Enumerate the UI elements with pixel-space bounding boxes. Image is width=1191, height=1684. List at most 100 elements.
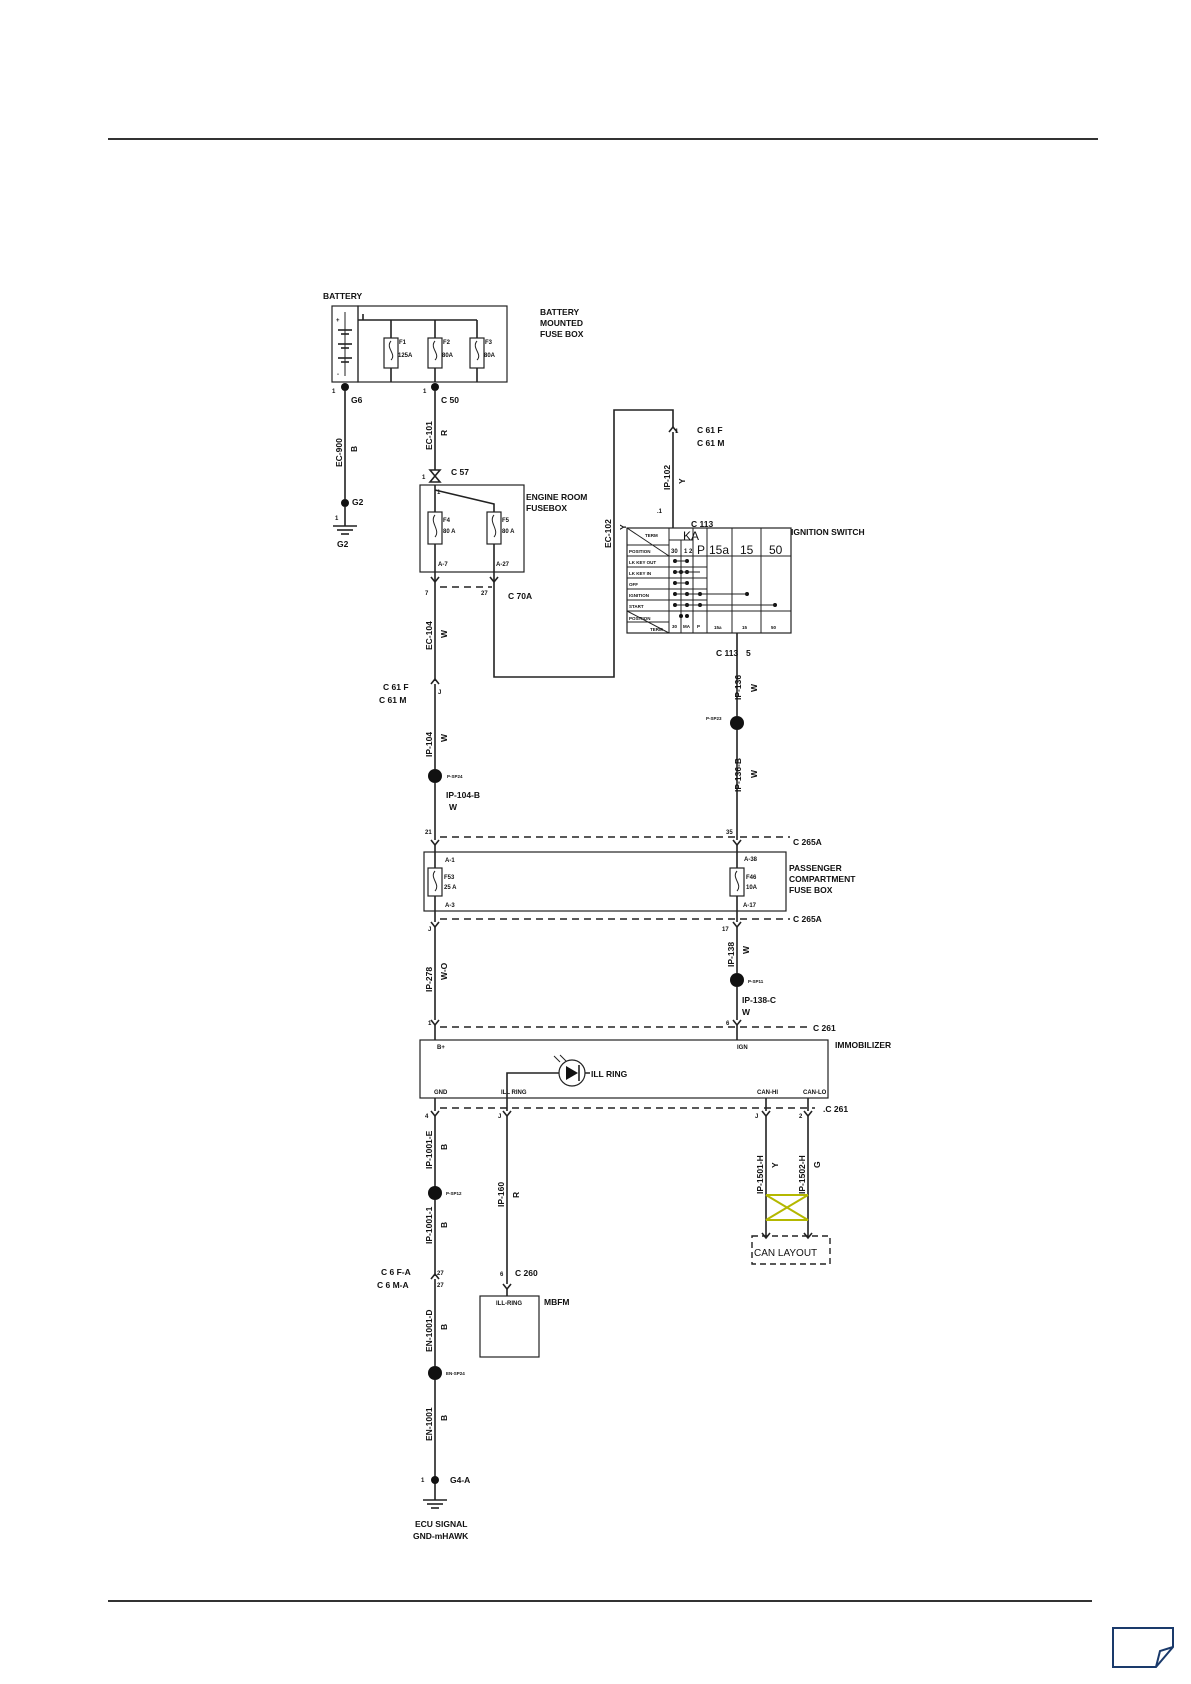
- c61-top-pin-bottom: .1: [657, 509, 663, 515]
- ign-col-30: 30: [671, 549, 678, 555]
- fuse-f2-rating: 80A: [442, 353, 454, 359]
- wire-ip10011-id: IP-1001-1: [424, 1206, 434, 1244]
- fuse-f5: [486, 511, 502, 545]
- c265a-pin-21: 21: [425, 830, 432, 836]
- wire-ip136b-color: W: [749, 769, 759, 778]
- fuse-f46-in: A-38: [744, 857, 758, 863]
- fuse-f4-out: A-7: [438, 562, 448, 568]
- wire-en1001d-id: EN-1001-D: [424, 1309, 434, 1352]
- wire-ip1502-id: IP-1502-H: [797, 1155, 807, 1194]
- ign-bottom-50: 50: [771, 625, 777, 630]
- mbfm-pin-label: ILL-RING: [496, 1301, 522, 1307]
- fuse-f46-out: A-17: [743, 903, 757, 909]
- ign-bottom-15: 15: [742, 625, 748, 630]
- c261-pin-1: 1: [428, 1021, 432, 1027]
- fuse-f2: [427, 337, 443, 369]
- c70a-pin-7: 7: [425, 591, 429, 597]
- fuse-f3-name: F3: [485, 340, 493, 346]
- fuse-f5-name: F5: [502, 518, 510, 524]
- fuse-f4-name: F4: [443, 518, 451, 524]
- battery-fuse-box-title-2: MOUNTED: [540, 318, 583, 328]
- c261-pin-j: J: [498, 1114, 501, 1120]
- wire-ip138c-color: W: [742, 1007, 751, 1017]
- can-layout-label: CAN LAYOUT: [754, 1248, 817, 1259]
- c265a-label-top: C 265A: [793, 837, 822, 847]
- ign-hdr-position: POSITION: [629, 549, 651, 554]
- splice-p-sp12: [428, 1186, 442, 1200]
- c61-top-m: C 61 M: [697, 438, 724, 448]
- fuse-f1: [383, 337, 399, 369]
- twisted-pair-icon: [765, 1194, 809, 1221]
- wire-ip1001e-color: B: [439, 1144, 449, 1150]
- c261-pin-4: 4: [425, 1114, 429, 1120]
- fuse-f46-name: F46: [746, 875, 757, 881]
- wire-ip138-id: IP-138: [726, 942, 736, 967]
- wire-ec104-id: EC-104: [424, 621, 434, 650]
- c265a-pin-j: J: [428, 927, 431, 933]
- ign-ka-sub-1: 1: [684, 549, 688, 555]
- pass-fusebox-title-2: COMPARTMENT: [789, 874, 856, 884]
- immobilizer-can-lo: CAN-LO: [803, 1090, 827, 1096]
- wire-en1001-color: B: [439, 1415, 449, 1421]
- ign-col-15a: 15a: [709, 543, 729, 557]
- battery-minus: -: [337, 372, 339, 378]
- ecu-ground-pin: 1: [421, 1478, 425, 1484]
- page-curl-icon[interactable]: [1112, 1627, 1174, 1668]
- wire-ec900-color: B: [349, 446, 359, 452]
- ign-row-lk-key-out: LK KEY OUT: [629, 560, 656, 565]
- fuse-f1-rating: 125A: [398, 353, 413, 359]
- mbfm-title: MBFM: [544, 1297, 570, 1307]
- c113-label: C 113: [691, 519, 713, 529]
- fuse-f1-name: F1: [399, 340, 407, 346]
- fuse-f46: [729, 867, 745, 897]
- battery-fuse-box: [357, 305, 508, 383]
- wire-ip138-color: W: [741, 945, 751, 954]
- fuse-f5-out: A-27: [496, 562, 510, 568]
- ign-bottom-term: TERM: [650, 627, 663, 632]
- ecu-ground-icon: [423, 1499, 447, 1509]
- fuse-f3-rating: 80A: [484, 353, 496, 359]
- c113-out-label: C 113: [716, 648, 738, 658]
- ign-contact-marks: [673, 559, 777, 618]
- wire-ip1501-color: Y: [770, 1162, 780, 1168]
- fuse-f3: [469, 337, 485, 369]
- wire-ip1502-color: G: [812, 1161, 822, 1168]
- fuse-f2-name: F2: [443, 340, 451, 346]
- ecu-ground-id: G4-A: [450, 1475, 470, 1485]
- wire-ip136-color: W: [749, 683, 759, 692]
- pass-fusebox-title-3: FUSE BOX: [789, 885, 833, 895]
- splice-p-sp23-label: P-SP23: [706, 716, 722, 721]
- fuse-f4-rating: 80 A: [443, 529, 456, 535]
- splice-p-sp11-label: P-SP11: [748, 979, 764, 984]
- c50-label: C 50: [441, 395, 459, 405]
- wire-ip1001e-id: IP-1001-E: [424, 1130, 434, 1169]
- c265a-label-bottom: C 265A: [793, 914, 822, 924]
- c61-top-pin: 1: [675, 429, 679, 435]
- splice-p-sp24: [428, 769, 442, 783]
- wire-ip138c-id: IP-138-C: [742, 995, 776, 1005]
- c6-m-label: C 6 M-A: [377, 1280, 409, 1290]
- ign-bottom-ka: MA: [683, 624, 691, 629]
- ign-col-p: P: [697, 543, 705, 557]
- battery-title: BATTERY: [323, 291, 363, 301]
- c265a-pin-35: 35: [726, 830, 733, 836]
- fuse-f53-in: A-1: [445, 858, 455, 864]
- c261-label-top: C 261: [813, 1023, 836, 1033]
- wire-ec102-id: EC-102: [603, 519, 613, 548]
- engine-fusebox-inner-pin: 1: [437, 490, 441, 496]
- fuse-f46-rating: 10A: [746, 885, 758, 891]
- engine-room-fusebox: [419, 484, 525, 573]
- splice-p-sp12-label: P-SP12: [446, 1191, 462, 1196]
- ign-bottom-30: 30: [672, 624, 678, 629]
- can-layout-box[interactable]: [751, 1235, 831, 1265]
- wire-ip136-id: IP-136: [733, 675, 743, 700]
- battery-plus: +: [336, 318, 340, 324]
- splice-p-sp11: [730, 973, 744, 987]
- wire-en1001-id: EN-1001: [424, 1407, 434, 1441]
- fuse-f53-out: A-3: [445, 903, 455, 909]
- fuse-f4: [427, 511, 443, 545]
- battery-pin: 1: [332, 389, 336, 395]
- ign-row-ignition: IGNITION: [629, 593, 649, 598]
- wire-ip10011-color: B: [439, 1222, 449, 1228]
